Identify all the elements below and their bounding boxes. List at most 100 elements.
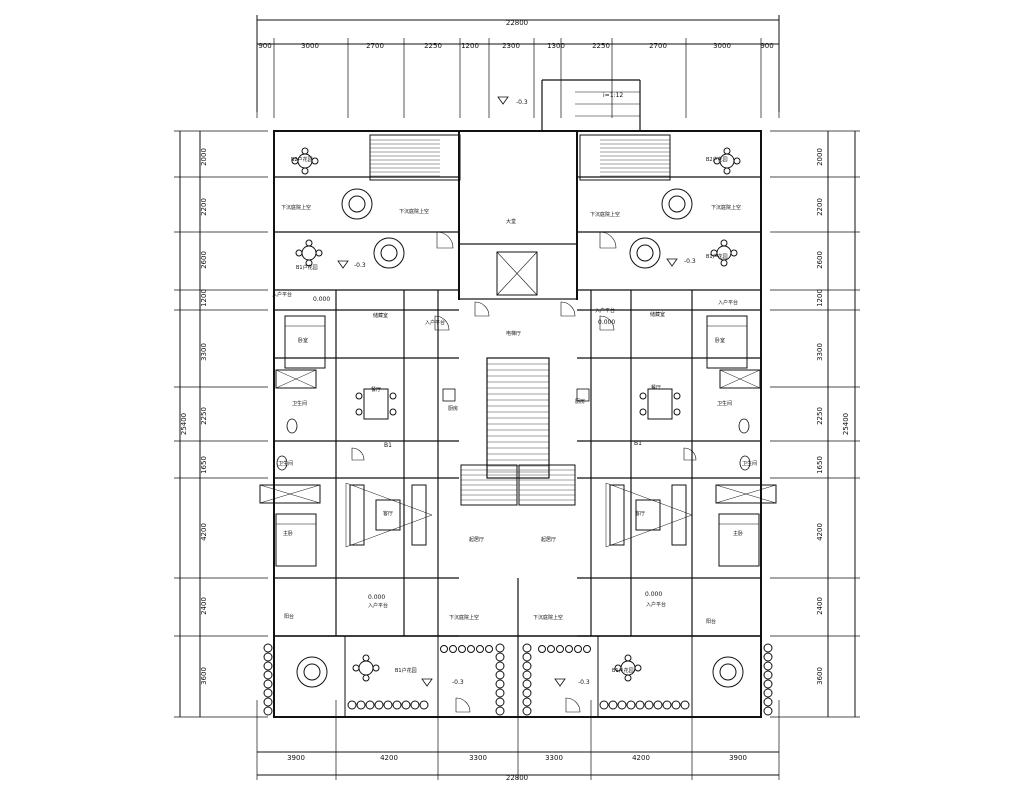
hall-label: 大堂	[506, 218, 516, 225]
tree-canopy-4	[373, 237, 405, 269]
wardrobe-cross-3	[715, 484, 777, 504]
patio-chair-1	[614, 664, 622, 672]
door-swing-5	[683, 447, 697, 461]
tree-canopy-2	[341, 188, 373, 220]
left-unit-tag: B1	[384, 442, 392, 449]
shrub-center-right-col	[522, 679, 532, 689]
bottom-dim-2: 4200	[380, 754, 398, 762]
side-dim-right-5: 3300	[816, 343, 824, 361]
hedge-right-top	[583, 645, 591, 653]
hedge-right	[644, 700, 654, 710]
patio-chair-2	[311, 157, 319, 165]
left-garden-level-label: -0.3	[354, 262, 366, 269]
shrub-right-col	[763, 679, 773, 689]
right-garden-label: B2户花园	[706, 156, 728, 163]
side-dim-left-10: 3600	[200, 667, 208, 685]
lift-car-cross-2	[496, 251, 538, 296]
tree-canopy-3	[661, 188, 693, 220]
door-swing-2	[474, 301, 490, 317]
wardrobe-2	[259, 484, 321, 504]
right-study-label: 入户平台	[595, 307, 615, 314]
hedge-right-top	[547, 645, 555, 653]
patio-chair-4	[305, 239, 313, 247]
patio-chair-0	[372, 664, 380, 672]
left-private-garden-label: B1户花园	[296, 264, 318, 271]
patio-chair-2	[301, 167, 309, 175]
level-marker-4	[554, 678, 566, 687]
side-dim-right-4: 1200	[816, 289, 824, 307]
patio-chair-4	[305, 259, 313, 267]
shrub-center-left-col	[495, 697, 505, 707]
side-dim-right-3: 2600	[816, 251, 824, 269]
side-dim-left-1: 2000	[200, 148, 208, 166]
top-dim-4: 2250	[424, 42, 442, 50]
patio-chair-4	[295, 249, 303, 257]
shrub-center-right-col	[522, 670, 532, 680]
left-yard-label: B1户花园	[395, 667, 417, 674]
patio-chair-2	[291, 157, 299, 165]
hedge-right-top	[574, 645, 582, 653]
hedge-left	[347, 700, 357, 710]
left-balcony-label: 阳台	[284, 613, 294, 620]
door-swing-6	[455, 697, 471, 713]
right-master-bedroom-label: 主卧	[733, 530, 743, 537]
bottom-dim-1: 3900	[287, 754, 305, 762]
level-marker-0	[497, 96, 509, 105]
hedge-left-top	[476, 645, 484, 653]
door-swing-9	[599, 315, 615, 331]
right-lounge-label: 起居厅	[541, 537, 556, 543]
left-kitchen-label: 厨房	[448, 405, 458, 412]
bed-2	[284, 315, 326, 369]
hedge-right	[635, 700, 645, 710]
shrub-left-col	[263, 652, 273, 662]
left-terrace-label: 入户平台	[368, 602, 388, 609]
right-basement-entry-label: 下沉庭院上空	[590, 211, 620, 218]
shrub-right-col	[763, 652, 773, 662]
wardrobe-cross-1	[719, 369, 761, 389]
shrub-center-left-col	[495, 670, 505, 680]
hedge-left	[401, 700, 411, 710]
dining-chair-1	[673, 392, 681, 400]
top-dim-1: 900	[258, 42, 271, 50]
shrub-left-col	[263, 679, 273, 689]
shrub-center-left-col	[495, 706, 505, 716]
side-dim-right-6: 2250	[816, 407, 824, 425]
shrub-right-col	[763, 643, 773, 653]
left-garden-label: B2户花园	[291, 156, 313, 163]
shrub-right-col	[763, 706, 773, 716]
lift-car	[496, 251, 538, 296]
left-study-label: 入户平台	[425, 319, 445, 326]
kitchen-sink-1	[576, 388, 590, 402]
side-dim-right-7: 1650	[816, 456, 824, 474]
patio-chair-1	[624, 674, 632, 682]
side-dim-right-10: 3600	[816, 667, 824, 685]
right-unit-tag: B1	[634, 440, 642, 447]
hedge-right	[662, 700, 672, 710]
bed-1	[718, 513, 760, 567]
top-dim-8: 2250	[592, 42, 610, 50]
tv-view-triangle-1	[605, 482, 693, 548]
hedge-left	[356, 700, 366, 710]
toilet-2	[276, 455, 288, 471]
shrub-center-right-col	[522, 643, 532, 653]
patio-chair-5	[720, 239, 728, 247]
shrub-center-left-col	[495, 679, 505, 689]
top-right-stairwell	[579, 134, 671, 181]
patio-chair-0	[362, 674, 370, 682]
left-toilet-label: 卫生间	[278, 460, 293, 467]
top-left-stairwell	[369, 134, 461, 181]
bed-0	[275, 513, 317, 567]
left-dining-label: 餐厅	[371, 386, 381, 393]
left-sunken-label: 下沉庭院上空	[449, 614, 479, 621]
door-swing-7	[565, 697, 581, 713]
dining-chair-0	[355, 392, 363, 400]
wardrobe-3	[715, 484, 777, 504]
hedge-right	[680, 700, 690, 710]
dining-chair-1	[639, 408, 647, 416]
side-dim-right-1: 2000	[816, 148, 824, 166]
dining-chair-1	[673, 408, 681, 416]
left-storage-label: 储藏室	[373, 312, 388, 319]
right-private-garden-label: B1户花园	[706, 253, 728, 260]
hedge-left-top	[440, 645, 448, 653]
